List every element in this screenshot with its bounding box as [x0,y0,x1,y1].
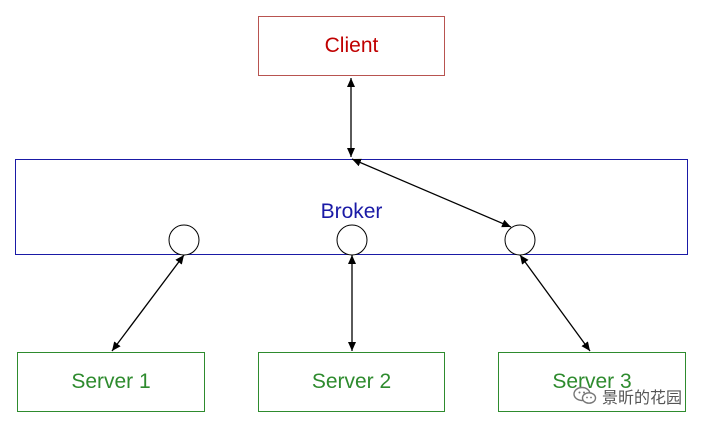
client-node: Client [258,16,445,76]
server-1-label: Server 1 [71,370,151,393]
watermark-text: 景昕的花园 [601,388,682,407]
wechat-icon [573,386,597,406]
server-2-label: Server 2 [311,370,392,393]
broker-node: Broker [15,159,688,255]
port3-server3-arrow [519,254,591,352]
broker-label: Broker [320,200,383,223]
server-2-node: Server 2 [258,352,445,412]
watermark: 景昕的花园 [573,384,682,408]
port1-server1-arrow [111,254,185,352]
server-1-node: Server 1 [17,352,205,412]
server-3-label: Server 3 [552,370,632,393]
client-label: Client [324,34,379,57]
